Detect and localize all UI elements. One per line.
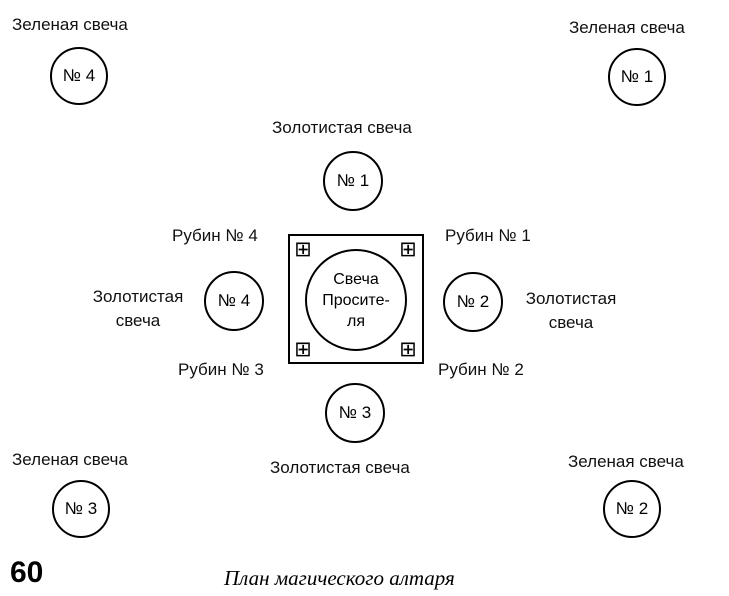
- golden-candle-4: № 4: [204, 271, 264, 331]
- green-candle-3: № 3: [52, 480, 110, 538]
- golden-candle-2-label-line2: свеча: [548, 313, 594, 332]
- golden-candle-4-label-line1: Золотистая: [92, 287, 184, 306]
- golden-candle-2-label-line1: Золотистая: [525, 289, 617, 308]
- petitioner-candle-line2: Просите-: [322, 291, 390, 309]
- green-candle-2-label: Зеленая свеча: [568, 452, 684, 471]
- green-candle-1: № 1: [608, 48, 666, 106]
- golden-candle-4-label: Золотистая свеча: [82, 285, 194, 333]
- golden-candle-1: № 1: [323, 151, 383, 211]
- golden-candle-3-label: Золотистая свеча: [270, 458, 410, 477]
- ruby-1-square-cross-icon: ⊞: [399, 237, 417, 261]
- green-candle-1-label: Зеленая свеча: [569, 18, 685, 37]
- ruby-2-label: Рубин № 2: [438, 360, 524, 379]
- green-candle-4: № 4: [50, 47, 108, 105]
- golden-candle-4-label-line2: свеча: [115, 311, 161, 330]
- ruby-3-square-cross-icon: ⊞: [294, 337, 312, 361]
- petitioner-candle-line3: ля: [347, 312, 365, 330]
- golden-candle-3: № 3: [325, 383, 385, 443]
- green-candle-3-label: Зеленая свеча: [12, 450, 128, 469]
- ruby-1-label: Рубин № 1: [445, 226, 531, 245]
- ruby-3-label: Рубин № 3: [178, 360, 264, 379]
- golden-candle-2: № 2: [443, 272, 503, 332]
- green-candle-2: № 2: [603, 480, 661, 538]
- page-number: 60: [10, 556, 44, 589]
- ruby-2-square-cross-icon: ⊞: [399, 337, 417, 361]
- golden-candle-1-label: Золотистая свеча: [272, 118, 412, 137]
- golden-candle-2-label: Золотистая свеча: [515, 287, 627, 335]
- ruby-4-square-cross-icon: ⊞: [294, 237, 312, 261]
- petitioner-candle-line1: Свеча: [333, 270, 379, 288]
- green-candle-4-label: Зеленая свеча: [12, 15, 128, 34]
- altar-square: [288, 234, 424, 364]
- ruby-4-label: Рубин № 4: [172, 226, 258, 245]
- figure-caption: План магического алтаря: [224, 566, 455, 590]
- petitioner-candle: Свеча Просите- ля: [305, 249, 407, 351]
